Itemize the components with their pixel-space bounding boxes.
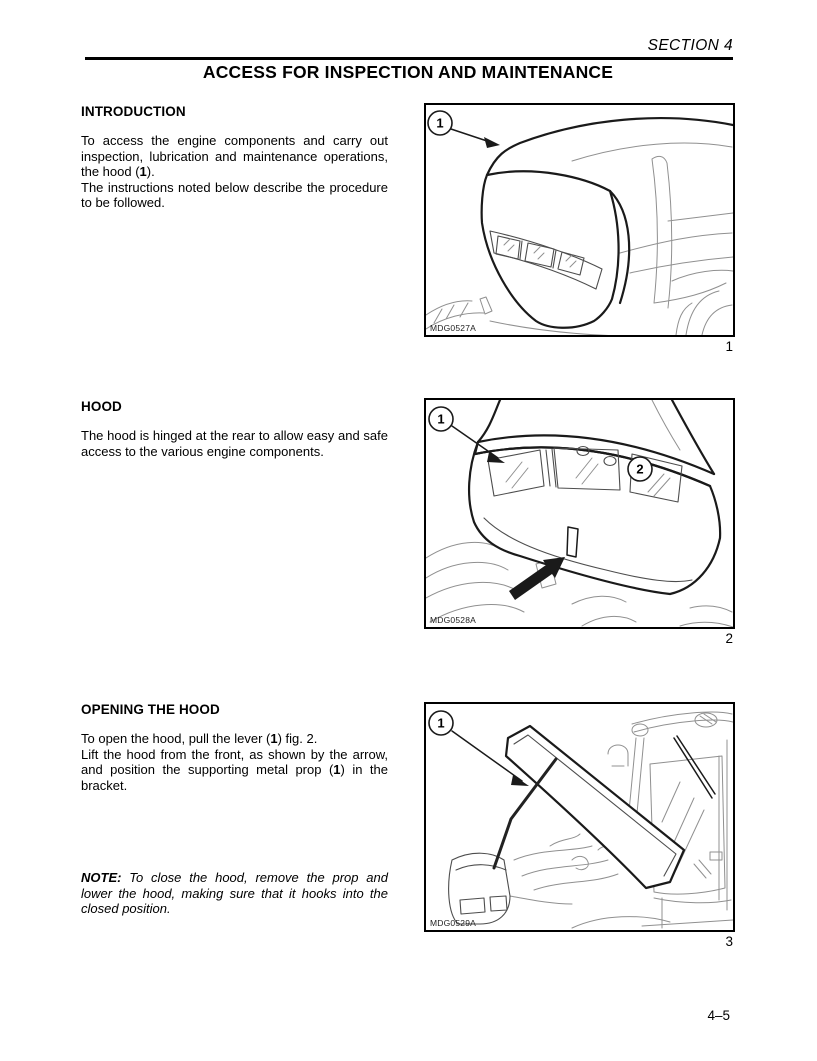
section-label: SECTION 4 xyxy=(647,37,733,54)
image-code: MDG0529A xyxy=(430,918,477,928)
figure-2-drawing: 1 2 xyxy=(426,400,733,627)
intro-paragraph-1: To access the engine components and carr… xyxy=(81,133,388,180)
figure-1-frame: 1 MDG0527A xyxy=(424,103,735,337)
figure-3-drawing: 1 xyxy=(428,710,733,929)
opening-body: To open the hood, pull the lever (1) fig… xyxy=(81,731,388,793)
callout-1-badge: 1 xyxy=(428,710,454,736)
paragraph-text: To open the hood, pull the lever ( xyxy=(81,731,271,746)
figure-2: 1 2 MDG0528A 2 xyxy=(424,398,735,646)
hood-body: The hood is hinged at the rear to allow … xyxy=(81,428,388,459)
note-text: To close the hood, remove the prop and l… xyxy=(81,870,388,917)
page-number: 4–5 xyxy=(707,1008,730,1023)
callout-2-label: 2 xyxy=(636,462,643,477)
callout-1-badge: 1 xyxy=(427,110,453,136)
image-code: MDG0527A xyxy=(430,323,477,333)
opening-heading: OPENING THE HOOD xyxy=(81,702,220,717)
callout-1-label: 1 xyxy=(437,412,444,427)
image-code: MDG0528A xyxy=(430,615,477,625)
hood-heading: HOOD xyxy=(81,399,122,414)
figure-3: 1 MDG0529A 3 xyxy=(424,702,735,949)
intro-body: To access the engine components and carr… xyxy=(81,133,388,211)
figure-ref: 1 xyxy=(139,164,147,180)
note-label: NOTE: xyxy=(81,870,122,885)
figure-1: 1 MDG0527A 1 xyxy=(424,103,735,354)
figure-ref: 1 xyxy=(333,762,341,778)
figure-number: 3 xyxy=(725,934,733,949)
callout-1-label: 1 xyxy=(437,716,444,731)
figure-number: 2 xyxy=(725,631,733,646)
paragraph-text: ). xyxy=(146,164,155,180)
page-title: ACCESS FOR INSPECTION AND MAINTENANCE xyxy=(202,62,614,82)
paragraph-text: ) in the bracket. xyxy=(81,762,388,793)
intro-paragraph-2: The instructions noted below describe th… xyxy=(81,179,388,211)
callout-1-label: 1 xyxy=(436,116,443,131)
note-paragraph: NOTE: To close the hood, remove the prop… xyxy=(81,870,388,917)
figure-ref: 1 xyxy=(270,731,278,746)
note-block: NOTE: To close the hood, remove the prop… xyxy=(81,870,388,917)
paragraph-text: Lift the hood from the front, as shown b… xyxy=(81,746,388,778)
header-rule xyxy=(85,57,733,60)
paragraph-text: ) fig. 2. xyxy=(277,731,318,746)
figure-3-frame: 1 MDG0529A xyxy=(424,702,735,932)
hood-paragraph-1: The hood is hinged at the rear to allow … xyxy=(81,428,388,459)
opening-paragraph-2: Lift the hood from the front, as shown b… xyxy=(81,747,388,794)
figure-number: 1 xyxy=(725,339,733,354)
callout-1-badge: 1 xyxy=(428,406,454,432)
figure-1-drawing: 1 xyxy=(426,110,733,335)
opening-paragraph-1: To open the hood, pull the lever (1) fig… xyxy=(81,731,388,747)
paragraph-text: To access the engine components and carr… xyxy=(81,133,388,180)
intro-heading: INTRODUCTION xyxy=(81,104,186,119)
callout-2-badge: 2 xyxy=(627,456,653,482)
figure-2-frame: 1 2 MDG0528A xyxy=(424,398,735,629)
